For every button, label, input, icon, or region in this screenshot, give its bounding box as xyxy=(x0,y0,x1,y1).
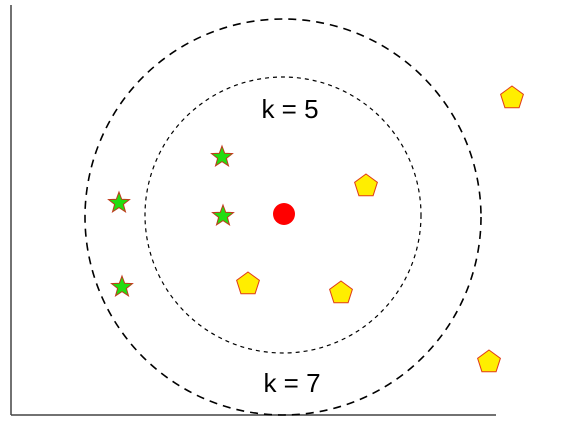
outer-neighborhood-circle xyxy=(84,18,482,416)
label-k5: k = 5 xyxy=(261,94,318,124)
green-star xyxy=(210,144,234,168)
green-star xyxy=(107,190,131,214)
yellow-pentagon xyxy=(236,271,260,295)
green-star xyxy=(211,203,235,227)
yellow-pentagon xyxy=(500,85,524,109)
query-point xyxy=(273,203,295,225)
inner-neighborhood-circle xyxy=(144,76,422,354)
yellow-pentagon xyxy=(329,280,353,304)
yellow-pentagon xyxy=(477,349,501,373)
label-k7: k = 7 xyxy=(263,368,320,398)
green-star xyxy=(110,274,134,298)
yellow-pentagon xyxy=(354,173,378,197)
